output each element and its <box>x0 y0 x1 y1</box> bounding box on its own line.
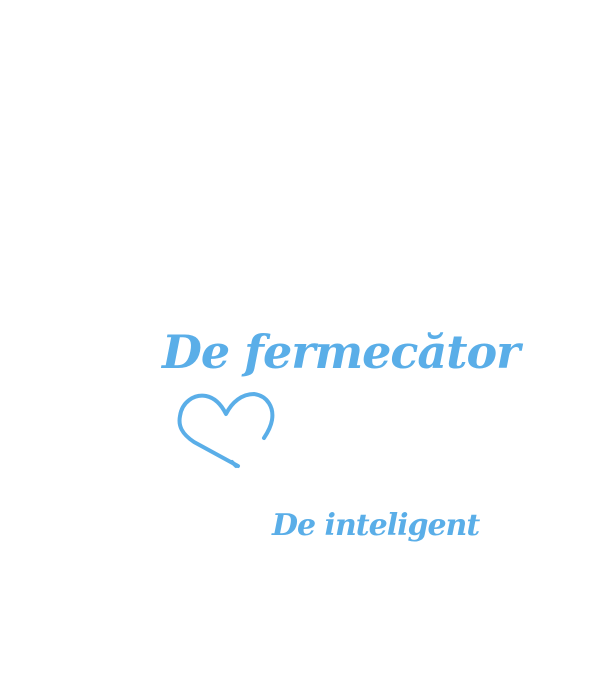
secondary-text: De inteligent <box>272 508 480 543</box>
heart-outline-icon <box>177 392 275 468</box>
primary-text: De fermecător <box>162 325 520 379</box>
